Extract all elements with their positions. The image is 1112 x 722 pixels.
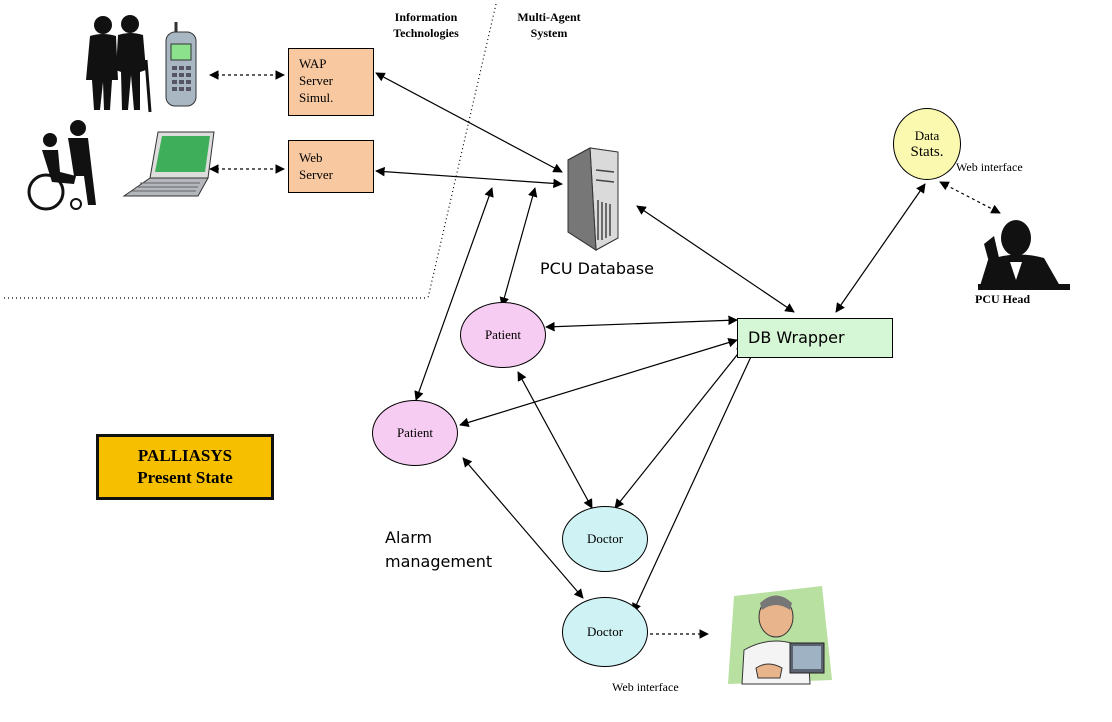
elderly-couple-icon: [86, 15, 152, 113]
connector-wrapper-doctor1: [614, 344, 746, 509]
wheelchair-user-icon: [27, 120, 96, 211]
pcu-head-label: PCU Head: [975, 292, 1030, 306]
doctor-node-1: Doctor: [562, 506, 648, 572]
connector-patient1-wrapper: [545, 315, 738, 332]
connector-database-patient2: [414, 187, 494, 401]
connector-wap-database: [375, 72, 563, 173]
pcu-database-label: PCU Database: [540, 259, 654, 278]
mobile-phone-icon: [165, 22, 197, 107]
connector-database-wrapper: [636, 205, 795, 313]
connector-wrapper-doctor2: [632, 347, 756, 613]
web-interface-stats-label: Web interface: [956, 160, 1023, 174]
db-wrapper-box: DB Wrapper: [737, 318, 893, 358]
connector-database-patient1: [499, 187, 538, 307]
boundary-line-diagonal: [427, 3, 497, 299]
connector-stats-head: [939, 181, 1001, 214]
connector-patient1-doctor1: [517, 371, 593, 509]
connector-web-database: [375, 166, 563, 189]
patient-node-2: Patient: [372, 400, 458, 466]
web-interface-doctor-label: Web interface: [612, 680, 679, 694]
laptop-icon: [122, 131, 215, 197]
doctor-node-2: Doctor: [562, 597, 648, 667]
patient-node-1: Patient: [460, 302, 546, 368]
connector-wrapper-stats: [835, 183, 926, 313]
connector-patient2-doctor2: [462, 457, 584, 599]
server-tower-icon: [567, 147, 619, 251]
businessman-icon: [978, 220, 1070, 290]
doctor-at-computer-icon: [728, 586, 832, 685]
